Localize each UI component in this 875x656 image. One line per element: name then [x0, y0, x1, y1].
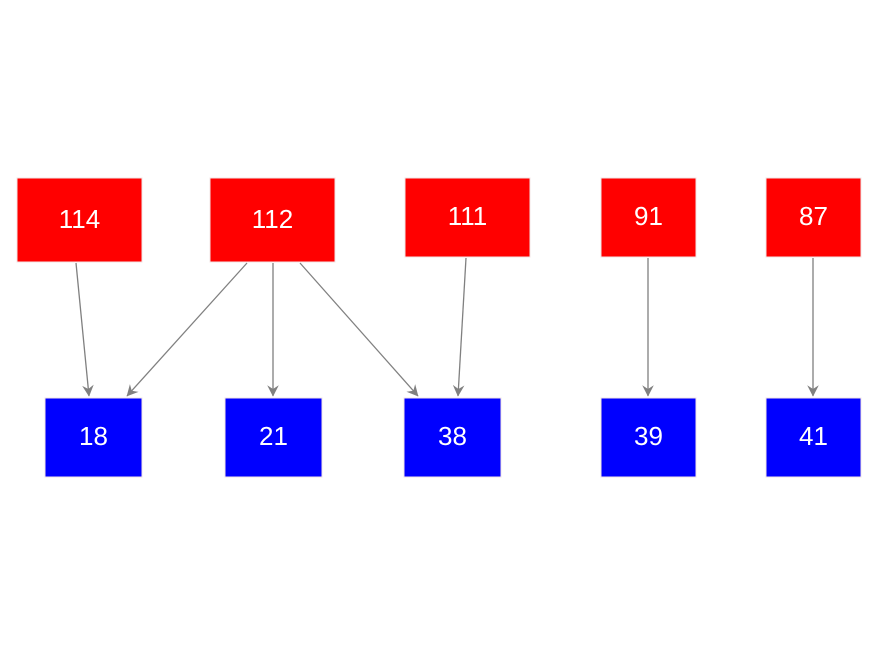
node-38[interactable]: 38 [403, 397, 502, 478]
node-87[interactable]: 87 [765, 177, 862, 258]
node-rect-114[interactable] [16, 177, 143, 263]
node-label-39: 39 [634, 421, 663, 451]
edge-n112-to-n38 [299, 262, 419, 397]
node-label-112: 112 [252, 204, 293, 234]
node-39[interactable]: 39 [600, 397, 697, 478]
node-label-18: 18 [79, 421, 108, 451]
node-111[interactable]: 111 [404, 177, 531, 258]
node-label-111: 111 [448, 201, 488, 231]
node-114[interactable]: 114 [16, 177, 143, 263]
node-label-21: 21 [259, 421, 288, 451]
node-rect-91[interactable] [600, 177, 697, 258]
node-rect-39[interactable] [600, 397, 697, 478]
node-label-114: 114 [59, 204, 100, 234]
node-rect-112[interactable] [209, 177, 336, 263]
node-rect-38[interactable] [403, 397, 502, 478]
nodes-layer: 114 112 111 91 87 18 21 38 39 41 [16, 177, 862, 478]
node-rect-87[interactable] [765, 177, 862, 258]
edge-n111-to-n38 [452, 257, 467, 397]
edge-n112-to-n18 [126, 262, 248, 397]
node-label-38: 38 [438, 421, 467, 451]
node-91[interactable]: 91 [600, 177, 697, 258]
node-rect-21[interactable] [224, 397, 323, 478]
edge-n114-to-n18 [75, 262, 94, 397]
node-21[interactable]: 21 [224, 397, 323, 478]
node-rect-111[interactable] [404, 177, 531, 258]
node-112[interactable]: 112 [209, 177, 336, 263]
node-41[interactable]: 41 [765, 397, 862, 478]
node-label-87: 87 [799, 201, 828, 231]
node-label-41: 41 [799, 421, 828, 451]
edges-layer [75, 257, 819, 397]
node-rect-41[interactable] [765, 397, 862, 478]
node-18[interactable]: 18 [44, 397, 143, 478]
node-rect-18[interactable] [44, 397, 143, 478]
node-label-91: 91 [634, 201, 663, 231]
